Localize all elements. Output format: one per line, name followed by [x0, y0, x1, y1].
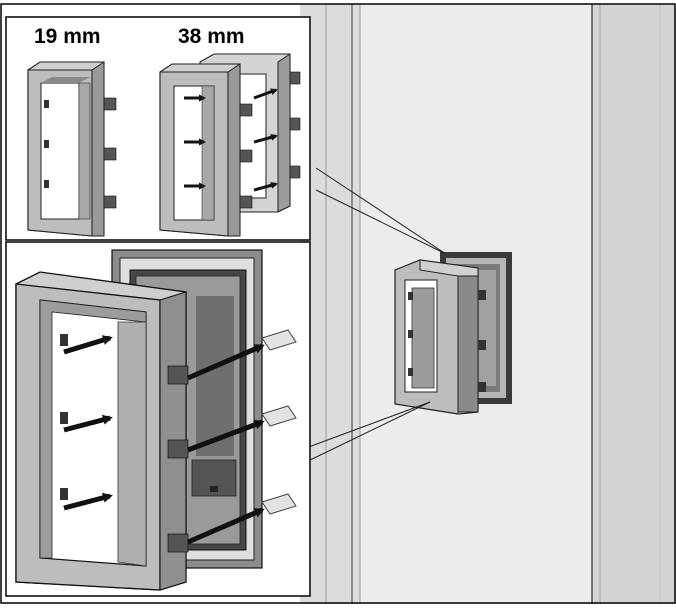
figure-border: [0, 3, 676, 604]
label-38mm: 38 mm: [178, 25, 245, 48]
frame-38mm: [159, 53, 301, 237]
wall-pillar-right: [592, 4, 676, 604]
wall-mounted-frame: [394, 252, 512, 415]
detail-arrows: [63, 335, 265, 545]
callout-lines: [305, 167, 447, 463]
inset-depth-options: [5, 16, 311, 241]
frame-19mm: [27, 61, 117, 237]
detail-front-frame: [15, 271, 189, 591]
label-19mm: 19 mm: [34, 25, 101, 48]
inset-detail-view: [5, 241, 311, 597]
detail-spring-clips: [261, 329, 297, 515]
